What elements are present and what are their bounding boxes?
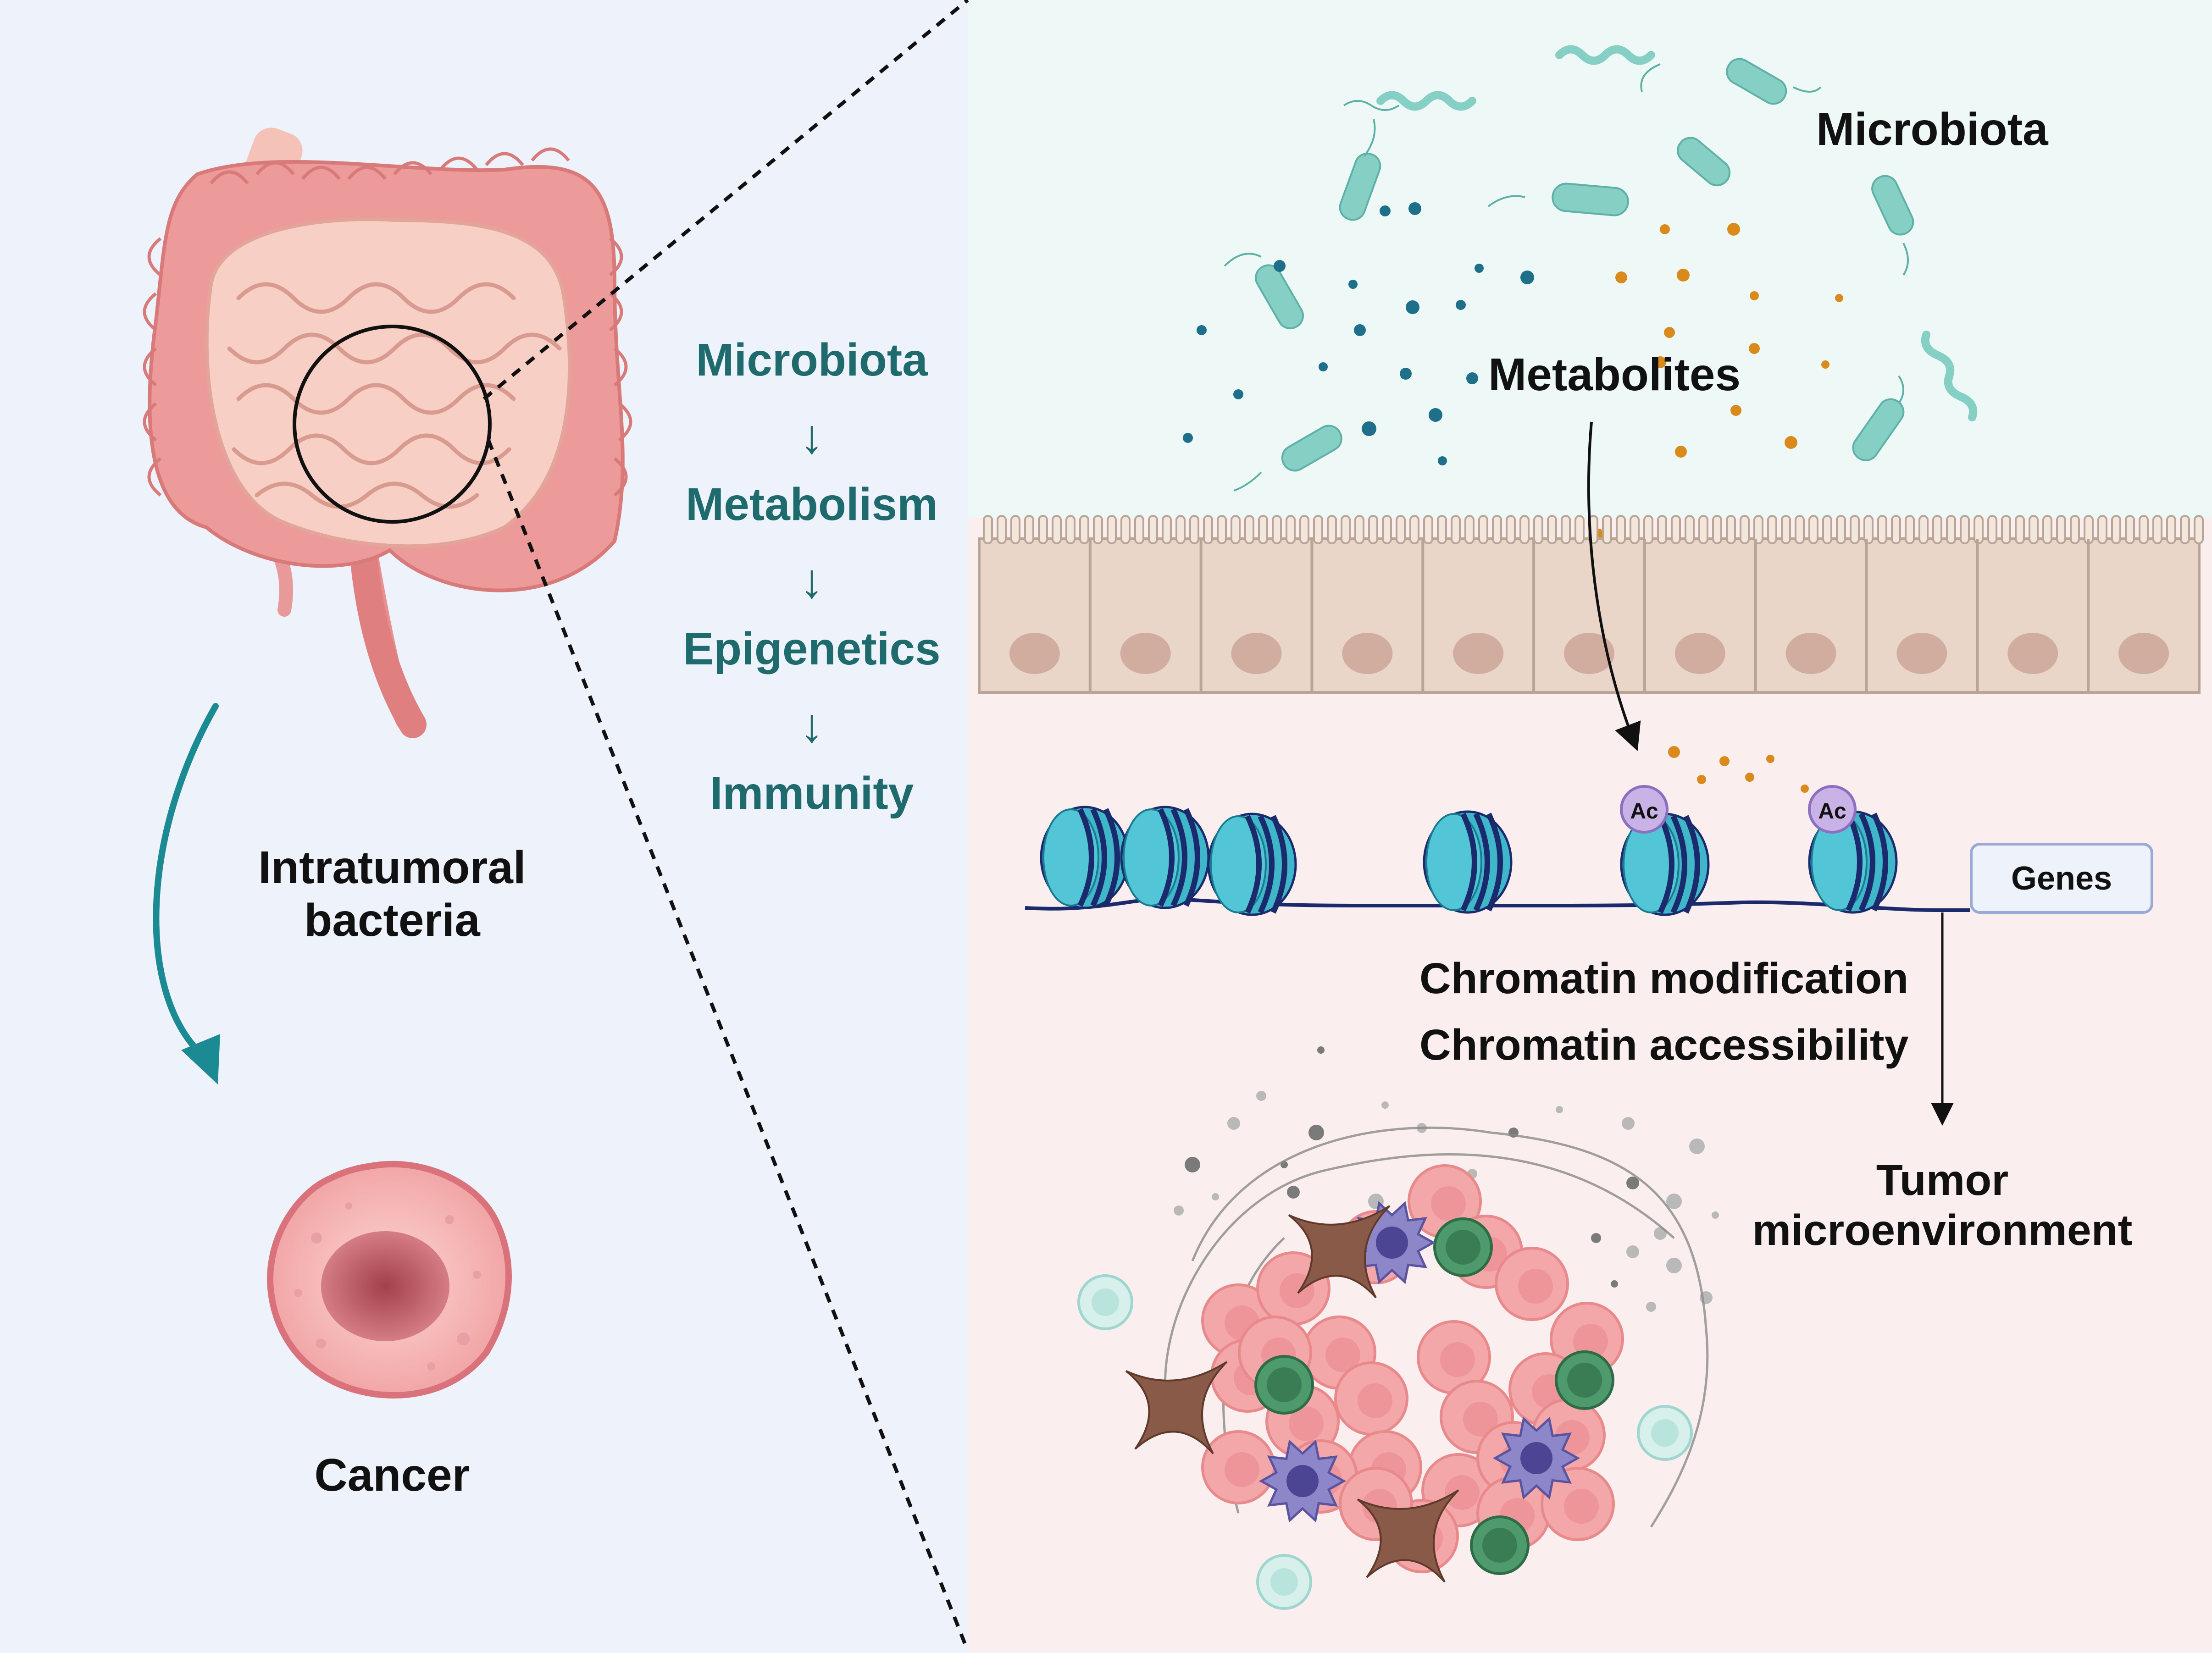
flow-step-metabolism: Metabolism [685,479,938,530]
metabolites-blue [1183,202,1534,465]
tumor-cell [1334,1361,1408,1436]
nucleosome [1207,813,1297,916]
flow-step-immunity: Immunity [710,768,914,819]
nucleosome [1040,806,1130,909]
fibroblast [1288,1205,1391,1299]
acetyl-marker-1: Ac [1620,785,1669,834]
zoom-circle [293,325,492,524]
microbiota-label: Microbiota [1816,104,2048,155]
dendritic-cell [1258,1439,1347,1523]
metabolites-label: Metabolites [1488,349,1741,400]
immune-cell [1555,1350,1614,1410]
tumor-cell [1495,1247,1569,1321]
curved-arrow [153,703,220,1084]
nucleosome [1808,810,1898,914]
tumor-cell [1201,1430,1275,1504]
svg-text:Ac: Ac [1818,799,1846,824]
flow-arrow-icon: ↓ [799,554,824,608]
bacteria-group [1255,58,1914,472]
immune-cell [1433,1217,1493,1277]
nucleosome [1120,806,1210,909]
genes-box: Genes [1970,843,2153,914]
zoom-lines [482,0,970,1652]
acetyl-marker-2: Ac [1808,785,1857,834]
flow-step-epigenetics: Epigenetics [683,623,941,674]
tumor-cell [1541,1467,1615,1541]
t-cell [1637,1405,1693,1461]
genes-label: Genes [2011,860,2112,897]
t-cell [1077,1274,1133,1330]
fibroblast [1357,1489,1459,1583]
fibroblast [1125,1361,1228,1454]
mechanism-flow: Microbiota ↓ Metabolism ↓ Epigenetics ↓ … [651,337,972,825]
flow-arrow-icon: ↓ [799,410,824,464]
dendritic-cell [1492,1416,1580,1500]
chromatin-accessibility-label: Chromatin accessibility [1419,1021,1909,1069]
intratumoral-bacteria-label: Intratumoral bacteria [258,842,526,946]
nucleosome [1423,810,1513,914]
svg-text:Ac: Ac [1630,799,1658,824]
metabolites-arrow [1587,421,1641,752]
t-cell [1256,1554,1312,1610]
immune-cell [1470,1515,1530,1575]
tumor-microenvironment-label: Tumor microenvironment [1752,1156,2133,1255]
bacteria-flagella [1224,63,1909,492]
flow-step-microbiota: Microbiota [696,334,928,386]
immune-cell [1254,1355,1314,1415]
cancer-cell [267,1161,512,1399]
tumor-microenvironment-illustration [1077,1046,1719,1610]
flow-arrow-icon: ↓ [799,699,824,752]
chromatin-modification-label: Chromatin modification [1419,954,1909,1003]
cancer-label: Cancer [314,1449,470,1501]
spiral-bacteria [1376,45,1978,421]
